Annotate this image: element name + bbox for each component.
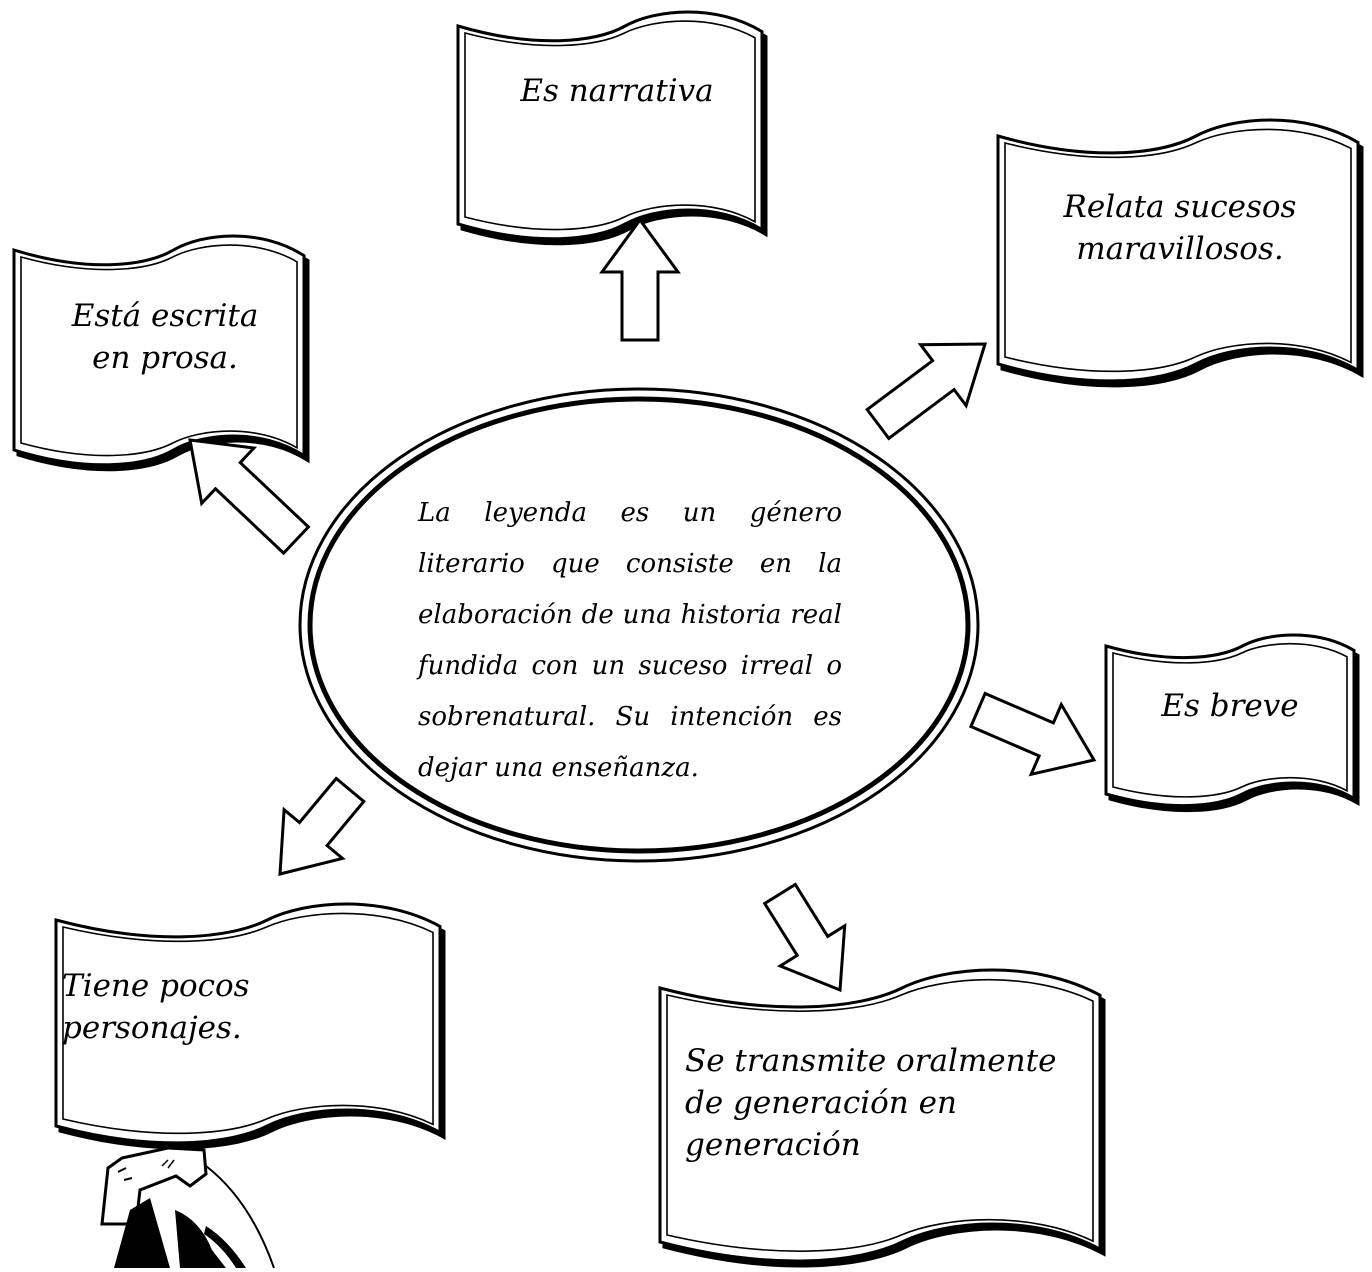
feature-breve-text: Es breve bbox=[1161, 688, 1299, 724]
arrow-to-breve bbox=[968, 691, 1097, 777]
feature-narrativa-text: Es narrativa bbox=[520, 73, 714, 109]
feature-oral-text: Se transmite oralmente de generación en … bbox=[685, 1043, 1057, 1163]
arrow-to-sucesos bbox=[865, 342, 988, 441]
banner-sucesos bbox=[996, 118, 1364, 388]
banner-prosa bbox=[12, 234, 310, 472]
arrow-to-narrativa bbox=[599, 217, 681, 342]
decorative-figure-illustration bbox=[100, 1146, 275, 1269]
feature-prosa-text: Está escrita en prosa. bbox=[71, 298, 259, 376]
arrow-to-personajes bbox=[278, 776, 366, 876]
feature-personajes-text: Tiene pocos personajes. bbox=[62, 968, 250, 1046]
banner-narrativa bbox=[456, 10, 768, 246]
banner-oral bbox=[658, 968, 1106, 1268]
banner-breve bbox=[1104, 633, 1360, 813]
arrow-to-oral bbox=[762, 882, 847, 993]
feature-sucesos-text: Relata sucesos maravillosos. bbox=[1063, 189, 1297, 267]
banner-personajes bbox=[54, 902, 446, 1150]
arrow-to-prosa bbox=[188, 438, 311, 556]
central-definition-text: La leyenda es un género literario que co… bbox=[418, 498, 842, 783]
central-ellipse bbox=[298, 387, 980, 863]
